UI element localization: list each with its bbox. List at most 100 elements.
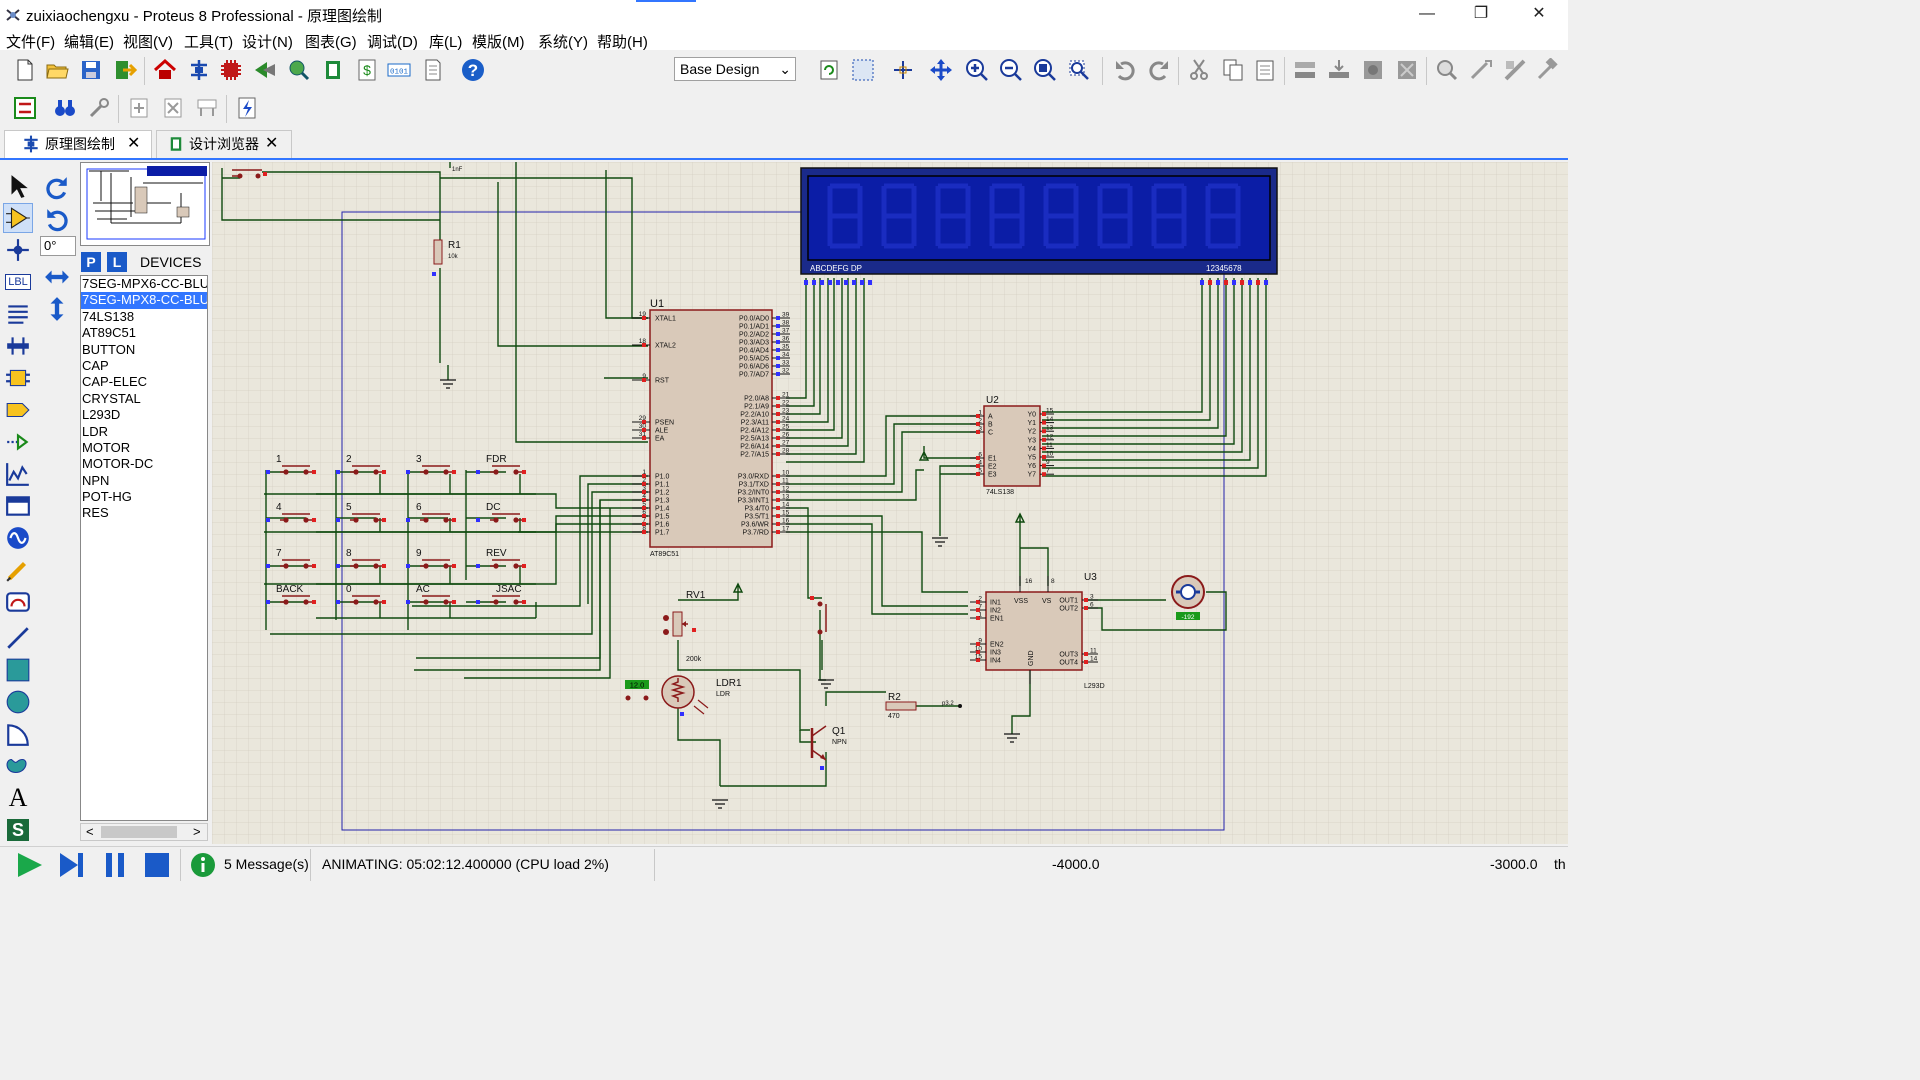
generator-mode-button[interactable]	[3, 523, 33, 553]
switch-top[interactable]	[232, 169, 267, 179]
keypad-button[interactable]: 7	[266, 548, 316, 569]
pick-device-p-button[interactable]: P	[81, 252, 101, 272]
electrical-rule-check-button[interactable]	[232, 93, 262, 123]
scroll-left-icon[interactable]: <	[86, 824, 94, 839]
origin-button[interactable]	[888, 55, 918, 85]
u1-microcontroller[interactable]: U1 AT89C51 19XTAL118XTAL29RST29PSEN30ALE…	[632, 298, 790, 558]
library-manager-l-button[interactable]: L	[107, 252, 127, 272]
menu-template[interactable]: 模版(M)	[472, 34, 525, 51]
menu-design[interactable]: 设计(N)	[242, 34, 293, 51]
menu-debug[interactable]: 调试(D)	[367, 34, 418, 51]
circle-mode-button[interactable]	[3, 687, 33, 717]
new-file-button[interactable]	[10, 55, 40, 85]
resistor-r1[interactable]: R1 10k	[432, 239, 461, 276]
stop-button[interactable]	[144, 852, 170, 878]
device-list-item[interactable]: MOTOR	[82, 439, 131, 455]
terminals-mode-button[interactable]	[3, 395, 33, 425]
ldr-sensor[interactable]: LDR1 LDR 12.0	[625, 675, 742, 716]
text-mode-button[interactable]: A	[8, 783, 28, 812]
maximize-button[interactable]: ❐	[1473, 5, 1489, 22]
block-delete-button[interactable]	[1392, 55, 1422, 85]
device-list-item[interactable]: CAP-ELEC	[82, 374, 148, 390]
open-folder-button[interactable]	[42, 55, 72, 85]
voltage-probe-mode-button[interactable]	[3, 555, 33, 585]
device-list-item[interactable]: NPN	[82, 472, 110, 488]
close-button[interactable]: ✕	[1532, 5, 1546, 22]
menu-help[interactable]: 帮助(H)	[597, 34, 648, 51]
graph-mode-button[interactable]	[3, 459, 33, 489]
zoom-in-button[interactable]	[962, 55, 992, 85]
exit-to-parent-button[interactable]	[192, 93, 222, 123]
keypad-button[interactable]: JSAC	[476, 584, 526, 605]
gerber-viewer-button[interactable]	[284, 55, 314, 85]
paste-button[interactable]	[1250, 55, 1280, 85]
selection-mode-button[interactable]	[3, 171, 33, 201]
keypad-button[interactable]: 9	[406, 548, 456, 569]
home-button[interactable]	[150, 55, 180, 85]
save-button[interactable]	[76, 55, 106, 85]
u3-motor-driver[interactable]: U3 L293D 2IN17IN21EN19EN210IN315IN43OUT1…	[970, 572, 1105, 690]
keypad-button[interactable]: BACK	[266, 584, 316, 605]
source-code-button[interactable]: 0101	[384, 55, 414, 85]
keypad-button[interactable]: 0	[336, 584, 386, 605]
keypad-button[interactable]: DC	[476, 502, 526, 523]
tab-close-icon[interactable]: ✕	[127, 135, 141, 152]
junction-dot-mode-button[interactable]	[3, 235, 33, 265]
bill-of-materials-button[interactable]	[318, 55, 348, 85]
box-mode-button[interactable]	[3, 655, 33, 685]
device-pins-mode-button[interactable]	[3, 427, 33, 457]
pan-button[interactable]	[926, 55, 956, 85]
rotation-angle-field[interactable]: 0°	[40, 236, 76, 256]
costing-button[interactable]: $	[352, 55, 382, 85]
device-list-scrollbar[interactable]: < >	[80, 823, 208, 841]
messages-count[interactable]: 5 Message(s)	[224, 856, 309, 872]
scroll-thumb[interactable]	[101, 826, 177, 838]
device-list-item[interactable]: MOTOR-DC	[82, 456, 154, 472]
device-list-item[interactable]: LDR	[82, 423, 109, 439]
cut-button[interactable]	[1184, 55, 1214, 85]
wire-label-mode-button[interactable]: LBL	[3, 267, 33, 297]
menu-library[interactable]: 库(L)	[429, 34, 463, 51]
decompose-button[interactable]	[1532, 55, 1562, 85]
keypad-button[interactable]: REV	[476, 548, 526, 569]
design-variant-select[interactable]: Base Design ⌄	[674, 57, 796, 81]
text-script-mode-button[interactable]	[3, 299, 33, 329]
virtual-instruments-mode-button[interactable]	[3, 587, 33, 617]
property-assignment-button[interactable]	[10, 93, 40, 123]
keypad-button[interactable]: 3	[406, 454, 456, 475]
u2-decoder[interactable]: U2 74LS138 1A2B3C6E14E25E315Y014Y113Y212…	[970, 395, 1054, 496]
pick-device-button[interactable]	[1432, 55, 1462, 85]
keypad-button[interactable]: 2	[336, 454, 386, 475]
device-list-item[interactable]: 7SEG-MPX6-CC-BLUE	[82, 276, 207, 291]
schematic-drawing[interactable]: U1 AT89C51 19XTAL118XTAL29RST29PSEN30ALE…	[212, 162, 1568, 844]
mirror-vertical-button[interactable]	[42, 294, 72, 324]
menu-file[interactable]: 文件(F)	[6, 34, 56, 51]
block-move-button[interactable]	[1324, 55, 1354, 85]
menu-view[interactable]: 视图(V)	[123, 34, 173, 51]
refresh-button[interactable]	[814, 55, 844, 85]
schematic-capture-button[interactable]	[184, 55, 214, 85]
seven-segment-display[interactable]: ABCDEFG DP 12345678	[800, 167, 1278, 285]
rotate-anticlockwise-button[interactable]	[42, 205, 72, 235]
arc-mode-button[interactable]	[3, 719, 33, 749]
transistor-q1[interactable]: Q1 NPN	[810, 725, 847, 770]
device-list-item[interactable]: RES	[82, 505, 109, 521]
subcircuit-mode-button[interactable]	[3, 363, 33, 393]
device-list-item[interactable]: AT89C51	[82, 325, 136, 341]
pcb-layout-button[interactable]	[216, 55, 246, 85]
tape-recorder-mode-button[interactable]	[3, 491, 33, 521]
scroll-right-icon[interactable]: >	[193, 824, 201, 839]
potentiometer-rv1[interactable]: RV1 200k	[663, 590, 706, 663]
menu-edit[interactable]: 编辑(E)	[64, 34, 114, 51]
tab-design-explorer[interactable]: 设计浏览器 ✕	[156, 130, 292, 158]
line-mode-button[interactable]	[3, 623, 33, 653]
block-rotate-button[interactable]	[1358, 55, 1388, 85]
keypad-button[interactable]: 5	[336, 502, 386, 523]
tab-schematic-capture[interactable]: 原理图绘制 ✕	[4, 130, 152, 158]
bus-mode-button[interactable]	[3, 331, 33, 361]
keypad-button[interactable]: FDR	[476, 454, 526, 475]
play-button[interactable]	[14, 852, 44, 878]
component-mode-button[interactable]	[3, 203, 33, 233]
search-tagged-button[interactable]	[50, 93, 80, 123]
